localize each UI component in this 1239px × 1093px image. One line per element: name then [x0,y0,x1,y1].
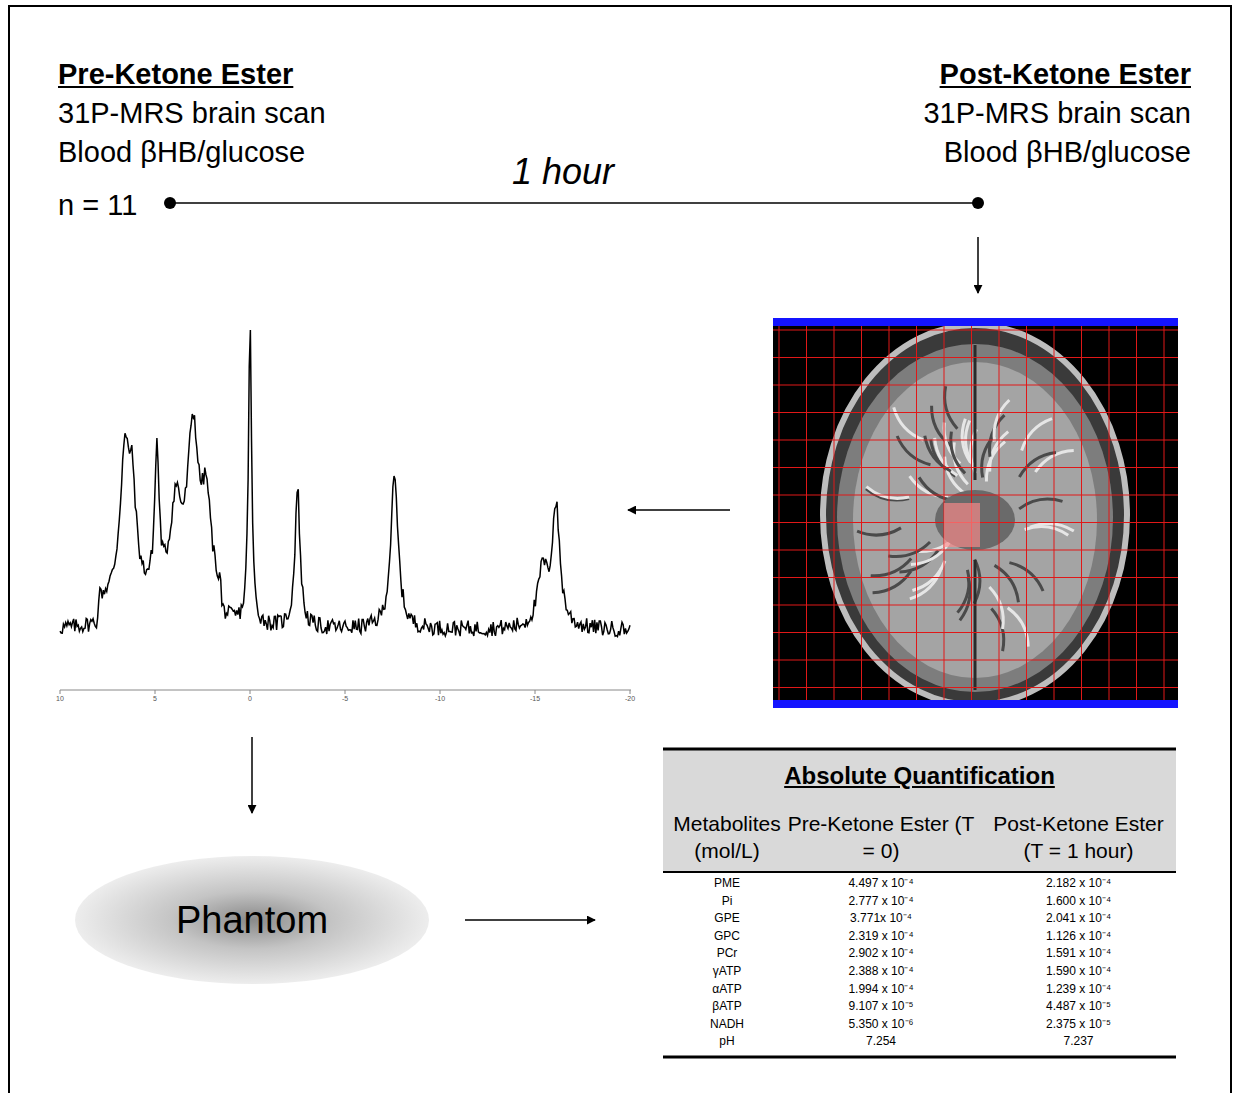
table-cell: 1.591 x 10⁻⁴ [981,946,1176,961]
table-cell: PME [667,876,787,891]
table-cell: Pi [667,894,787,909]
column-header: Pre-Ketone Ester (T = 0) [781,810,981,864]
ppm-tick-label: -10 [435,695,445,703]
table-cell: 2.041 x 10⁻⁴ [981,911,1176,926]
timeline-label: Blood βHB/glucose [944,135,1191,170]
node-label: Phantom [176,899,328,942]
column-header: Metabolites (mol/L) [667,810,787,864]
table-cell: γATP [667,964,787,979]
table-cell: 1.600 x 10⁻⁴ [981,894,1176,909]
table-cell: 7.237 [981,1034,1176,1049]
table-cell: 2.319 x 10⁻⁴ [781,929,981,944]
table-cell: 1.126 x 10⁻⁴ [981,929,1176,944]
table-cell: 4.497 x 10⁻⁴ [781,876,981,891]
axis-ticks [60,690,630,694]
table-cell: GPC [667,929,787,944]
flow-arrow [977,237,979,293]
table-cell: βATP [667,999,787,1014]
ppm-tick-label: -20 [625,695,635,703]
table-header-fill [663,748,1176,872]
table-cell: pH [667,1034,787,1049]
column-header: Post-Ketone Ester (T = 1 hour) [981,810,1176,864]
table-cell: 2.182 x 10⁻⁴ [981,876,1176,891]
table-rule [663,748,1176,751]
table-cell: 1.994 x 10⁻⁴ [781,982,981,997]
timeline-dot [164,197,176,209]
ppm-tick-label: 10 [56,695,64,703]
mrs-brain-image [773,318,1178,708]
table-cell: GPE [667,911,787,926]
ppm-tick-label: -5 [342,695,348,703]
table-cell: αATP [667,982,787,997]
quantification-table: Absolute QuantificationMetabolites (mol/… [663,748,1176,1058]
table-cell: 2.902 x 10⁻⁴ [781,946,981,961]
timeline [170,202,978,204]
table-cell: 3.771x 10⁻⁴ [781,911,981,926]
table-cell: 5.350 x 10⁻⁶ [781,1017,981,1032]
timeline-label: 31P-MRS brain scan [58,96,326,131]
timeline-label: n = 11 [58,188,137,223]
table-title: Absolute Quantification [663,748,1176,790]
ppm-tick-label: 5 [153,695,157,703]
table-cell: 4.487 x 10⁻⁵ [981,999,1176,1014]
table-cell: 2.777 x 10⁻⁴ [781,894,981,909]
timeline-label: Pre-Ketone Ester [58,57,293,92]
table-cell: 1.239 x 10⁻⁴ [981,982,1176,997]
flow-arrow [465,919,595,921]
table-rule [663,1056,1176,1059]
ppm-tick-label: 0 [248,695,252,703]
table-cell: PCr [667,946,787,961]
timeline-label: 31P-MRS brain scan [923,96,1191,131]
phantom-ellipse: Phantom [74,855,430,985]
timeline-dot [972,197,984,209]
timeline-label: Post-Ketone Ester [940,57,1191,92]
frame [9,6,1231,1093]
table-cell: 2.388 x 10⁻⁴ [781,964,981,979]
flow-arrow [251,737,253,813]
table-cell: NADH [667,1017,787,1032]
flow-arrow [628,509,730,511]
table-rule [663,871,1176,873]
ppm-tick-label: -15 [530,695,540,703]
timeline-label: 1 hour [512,150,614,193]
spectrum-trace [60,330,630,637]
timeline-label: Blood βHB/glucose [58,135,305,170]
table-cell: 2.375 x 10⁻⁵ [981,1017,1176,1032]
table-cell: 1.590 x 10⁻⁴ [981,964,1176,979]
table-cell: 9.107 x 10⁻⁵ [781,999,981,1014]
table-cell: 7.254 [781,1034,981,1049]
